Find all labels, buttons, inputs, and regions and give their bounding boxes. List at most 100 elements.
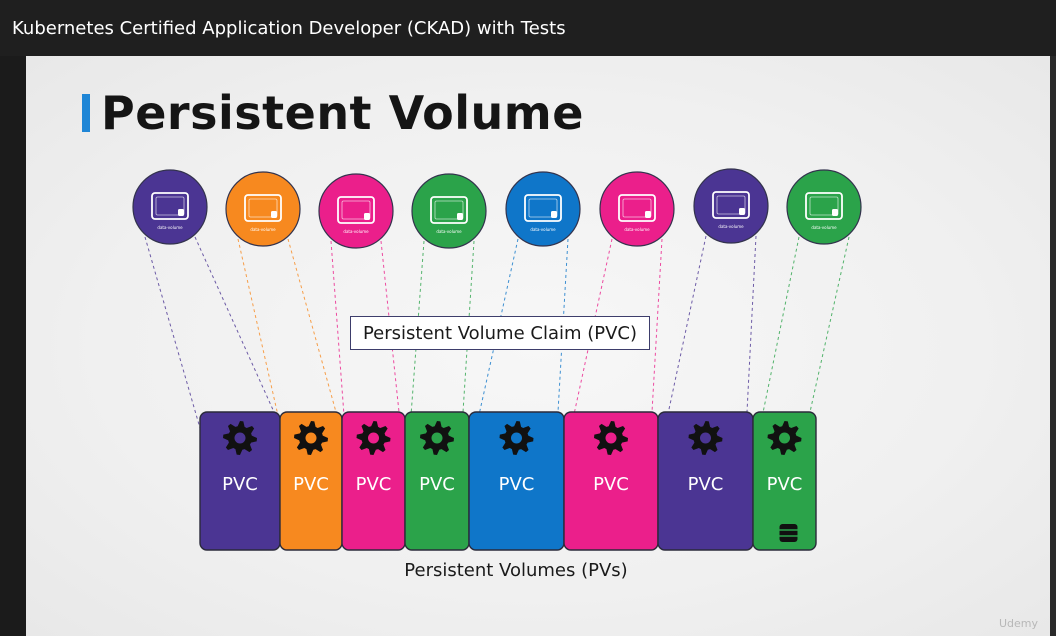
volume-inner <box>155 196 185 216</box>
pv-diagram: data-volume data-volume data-volume data-vo… <box>132 168 862 551</box>
pod-volume-label: data-volume <box>436 229 462 234</box>
gear-hole <box>368 432 379 444</box>
volume-icon <box>618 194 656 222</box>
window-titlebar: Kubernetes Certified Application Develop… <box>0 0 1056 56</box>
pod-volume: data-volume <box>225 171 301 247</box>
gear-hole <box>779 432 790 444</box>
connector-line <box>809 236 850 413</box>
mini-database-icon <box>457 213 463 220</box>
mini-database-icon <box>645 211 651 218</box>
gear-icon <box>294 421 328 455</box>
pvc-block: PVC <box>657 411 754 551</box>
connector-line <box>144 236 205 443</box>
pod-volume: data-volume <box>786 169 862 245</box>
database-icon <box>779 524 798 542</box>
gear-hole <box>431 432 443 444</box>
connector-line <box>194 236 275 413</box>
connector-line <box>287 238 337 413</box>
volume-icon <box>524 194 562 222</box>
pvc-block: PVC <box>563 411 659 551</box>
pod-circle <box>693 168 769 244</box>
pod-volume: data-volume <box>693 168 769 244</box>
mini-database-icon <box>178 209 184 216</box>
pvc-rect <box>752 411 817 551</box>
pod-volume: data-volume <box>411 173 487 249</box>
mini-database-icon <box>364 213 370 220</box>
slide-title: Persistent Volume <box>101 86 584 140</box>
pvc-block-label: PVC <box>688 474 724 495</box>
mini-database-icon <box>739 208 745 215</box>
gear-icon <box>420 421 454 455</box>
volume-frame <box>430 196 468 224</box>
volume-icon <box>805 192 843 220</box>
pvc-block-label: PVC <box>593 474 629 495</box>
gear-hole <box>700 432 711 444</box>
volume-frame <box>805 192 843 220</box>
volume-icon <box>244 194 282 222</box>
pod-circle <box>599 171 675 247</box>
pod-circle <box>786 169 862 245</box>
connector-line <box>651 238 663 413</box>
volume-inner <box>622 198 652 218</box>
gear-icon <box>594 421 628 455</box>
pvc-label-text: Persistent Volume Claim (PVC) <box>362 322 638 344</box>
volume-frame <box>524 194 562 222</box>
gear-hole <box>234 432 246 444</box>
pod-volume-label: data-volume <box>250 227 276 232</box>
gear-icon <box>223 421 257 455</box>
pod-volume: data-volume <box>132 169 208 245</box>
volume-frame <box>712 191 750 219</box>
volume-inner <box>528 198 558 218</box>
pod-volume-label: data-volume <box>624 227 650 232</box>
pvc-block-label: PVC <box>293 474 329 495</box>
volume-icon <box>712 191 750 219</box>
pod-volume-label: data-volume <box>530 227 556 232</box>
pod-circle <box>505 171 581 247</box>
pvc-block-label: PVC <box>222 474 258 495</box>
gear-hole <box>511 432 522 444</box>
volume-icon <box>430 196 468 224</box>
window-title: Kubernetes Certified Application Develop… <box>12 17 566 39</box>
gear-icon <box>688 421 723 455</box>
volume-inner <box>716 195 746 215</box>
volume-frame <box>151 192 189 220</box>
pod-circle <box>132 169 208 245</box>
mini-database-icon <box>832 209 838 216</box>
connector-line <box>746 235 757 413</box>
pod-circle <box>225 171 301 247</box>
pv-label-text: Persistent Volumes (PVs) <box>404 560 628 581</box>
pod-volume-label: data-volume <box>343 229 369 234</box>
db-body <box>779 524 798 542</box>
pvc-block-label: PVC <box>419 474 455 495</box>
scrollbar[interactable] <box>1050 56 1056 636</box>
volume-frame <box>244 194 282 222</box>
pvc-block: PVC <box>199 411 281 551</box>
gear-hole <box>305 432 317 444</box>
volume-frame <box>337 196 375 224</box>
volume-icon <box>151 192 189 220</box>
pvc-block-label: PVC <box>767 474 803 495</box>
pod-volume-label: data-volume <box>811 225 837 230</box>
slide-heading: Persistent Volume <box>82 86 584 140</box>
gear-icon <box>767 421 802 455</box>
pvc-block: PVC <box>468 411 565 551</box>
heading-accent-bar <box>82 94 90 132</box>
pvc-block: PVC <box>341 411 406 551</box>
pod-circle <box>411 173 487 249</box>
gear-icon <box>356 421 391 455</box>
volume-inner <box>248 198 278 218</box>
pvc-label-box: Persistent Volume Claim (PVC) <box>350 316 650 350</box>
pod-circle <box>318 173 394 249</box>
mini-database-icon <box>271 211 277 218</box>
connector-line <box>661 235 707 443</box>
mini-database-icon <box>551 211 557 218</box>
pod-volume: data-volume <box>318 173 394 249</box>
pod-volume-label: data-volume <box>718 224 744 229</box>
pvc-block: PVC <box>404 411 470 551</box>
gear-hole <box>605 432 617 444</box>
volume-frame <box>618 194 656 222</box>
connector-line <box>237 238 285 443</box>
pvc-block-label: PVC <box>499 474 535 495</box>
